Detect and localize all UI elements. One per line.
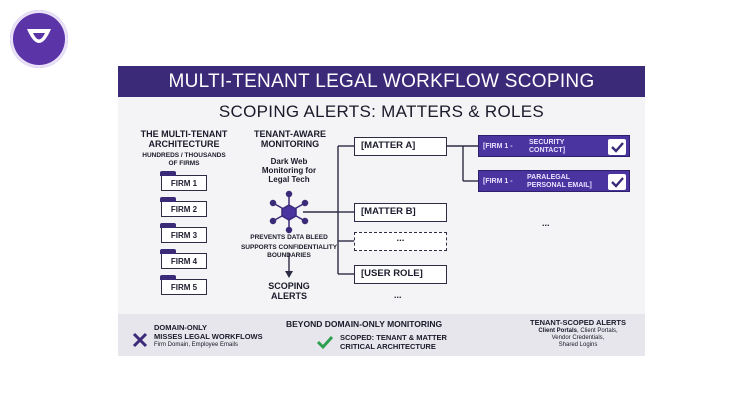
page-title: MULTI-TENANT LEGAL WORKFLOW SCOPING bbox=[118, 66, 645, 97]
firm-folder-5: FIRM 5 bbox=[160, 275, 207, 295]
connector-lines bbox=[269, 145, 478, 278]
firm-folder-2: FIRM 2 bbox=[160, 197, 207, 217]
matter-a-node: [MATTER A] bbox=[354, 137, 447, 156]
matter-b-node: [MATTER B] bbox=[354, 203, 447, 222]
check-icon bbox=[608, 139, 626, 155]
infographic-card: MULTI-TENANT LEGAL WORKFLOW SCOPING SCOP… bbox=[118, 66, 645, 356]
placeholder-node: ... bbox=[354, 232, 447, 251]
x-icon bbox=[132, 332, 148, 348]
user-role-node: [USER ROLE] bbox=[354, 265, 447, 284]
firm-folder-3: FIRM 3 bbox=[160, 223, 207, 243]
tenant-scoped-list: Client Portals, Client Portals, Vendor C… bbox=[538, 328, 618, 348]
firm-folder-4: FIRM 4 bbox=[160, 249, 207, 269]
domain-only-note: Firm Domain, Employee Emails bbox=[154, 342, 239, 348]
tenant-scoped-heading: TENANT-SCOPED ALERTS bbox=[530, 318, 626, 327]
down-arrow-icon bbox=[285, 271, 293, 278]
more-alerts-ellipsis: ... bbox=[542, 218, 550, 228]
firm-folder-1: FIRM 1 bbox=[160, 171, 207, 191]
logo-icon bbox=[10, 10, 68, 68]
data-bleed-label: PREVENTS DATA BLEED bbox=[250, 234, 328, 241]
network-hub-icon bbox=[269, 190, 309, 234]
beyond-label: BEYOND DOMAIN-ONLY MONITORING bbox=[286, 319, 443, 329]
page-subtitle: SCOPING ALERTS: MATTERS & ROLES bbox=[218, 102, 545, 121]
check-icon bbox=[316, 335, 334, 350]
more-nodes-ellipsis: ... bbox=[394, 290, 402, 300]
check-icon bbox=[608, 174, 626, 190]
